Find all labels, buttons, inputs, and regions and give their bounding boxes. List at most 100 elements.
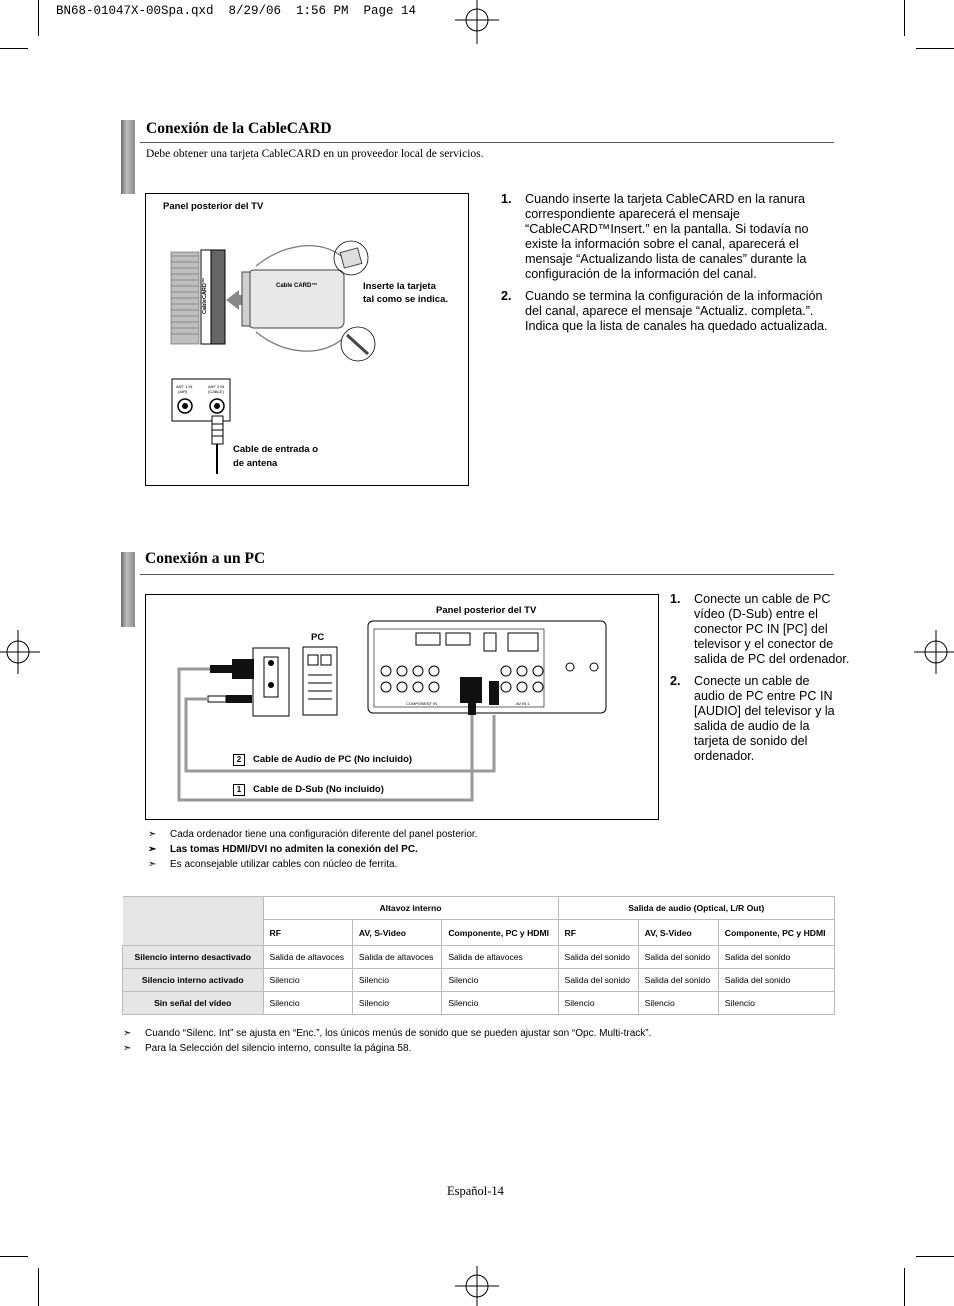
pc-diagram: COMPONENT IN AV IN 1: [177, 620, 607, 802]
column-header: RF: [557, 919, 639, 946]
step-line: Conecte un cable de: [694, 674, 810, 688]
step-line: correspondiente aparecerá el mensaje: [525, 207, 740, 221]
section-title-pc: Conexión a un PC: [145, 550, 266, 567]
step-number: 2.: [670, 674, 681, 688]
step-number: 2.: [501, 289, 512, 303]
audio-cable-label: 2 Cable de Audio de PC (No incluido): [233, 754, 412, 766]
table-cell: Salida de altavoces: [351, 945, 443, 969]
component-jacks: [380, 662, 599, 693]
table-cell: Silencio: [351, 968, 443, 992]
arrow-icon: ➣: [123, 1028, 132, 1039]
table-cell: Silencio: [441, 968, 559, 992]
cablecard-figure: Panel posterior del TV CableCARD™ Cable …: [145, 193, 469, 486]
pc-dsub-plug: [232, 659, 254, 679]
print-header: BN68-01047X-00Spa.qxd 8/29/06 1:56 PM Pa…: [56, 4, 417, 18]
step-line: salida de audio de la: [694, 719, 810, 733]
arrow-icon: ➣: [148, 829, 157, 840]
table-cell: Silencio: [637, 991, 719, 1015]
section-sidebar-pc: [121, 552, 135, 627]
note-text: Cada ordenador tiene una configuración d…: [170, 829, 478, 840]
title-rule: [140, 142, 834, 143]
note-item: ➣Las tomas HDMI/DVI no admiten la conexi…: [148, 842, 477, 857]
cablecard-step-2: 2. Cuando se termina la configuración de…: [501, 289, 841, 334]
cablecard-steps: 1. Cuando inserte la tarjeta CableCARD e…: [501, 192, 841, 341]
step-line: Indica que la lista de canales ha quedad…: [525, 319, 828, 333]
svg-text:Cable CARD™: Cable CARD™: [276, 282, 317, 289]
pc-label: PC: [311, 632, 325, 643]
insert-label: Inserte la tarjeta tal como se indica.: [363, 280, 448, 306]
step-line: salida de PC del ordenador.: [694, 652, 850, 666]
step-line: del canal, aparece el mensaje “Actualiz.…: [525, 304, 814, 318]
step-text: Conecte un cable de audio de PC entre PC…: [694, 674, 835, 764]
table-cell: Salida del sonido: [717, 945, 836, 969]
cable-number-box: 2: [233, 754, 245, 766]
svg-text:(CABLE): (CABLE): [208, 389, 224, 394]
section-subtitle: Debe obtener una tarjeta CableCARD en un…: [146, 148, 484, 160]
table-group-header-row: Altavoz interno Salida de audio (Optical…: [122, 896, 835, 946]
note-text: Es aconsejable utilizar cables con núcle…: [170, 859, 398, 870]
step-line: televisor y el conector de: [694, 637, 834, 651]
row-header: Silencio interno desactivado: [122, 945, 264, 969]
note-item: ➣Para la Selección del silencio interno,…: [123, 1041, 651, 1056]
note-item: ➣ Cuando “Silenc. Int” se ajusta en “Enc.…: [123, 1026, 651, 1041]
footer-notes: ➣ Cuando “Silenc. Int” se ajusta en “Enc.…: [123, 1026, 651, 1056]
group-header: Altavoz interno: [262, 896, 559, 920]
row-header: Silencio interno activado: [122, 968, 264, 992]
row-header: Sin señal del vídeo: [122, 991, 264, 1015]
cable-label-text: Cable de Audio de PC (No incluido): [253, 754, 413, 765]
step-line: “CableCARD™Insert.” en la pantalla. Si t…: [525, 222, 809, 236]
page-number: Español-14: [447, 1184, 504, 1198]
insert-label-line2: tal como se indica.: [363, 294, 448, 305]
column-header: AV, S-Video: [351, 919, 443, 946]
step-line: vídeo (D-Sub) entre el: [694, 607, 818, 621]
cable-number-box: 1: [233, 784, 245, 796]
section-title-cablecard: Conexión de la CableCARD: [146, 120, 332, 137]
column-header: Componente, PC y HDMI: [717, 919, 836, 946]
svg-text:COMPONENT IN: COMPONENT IN: [406, 701, 437, 706]
cablecard-diagram: CableCARD™ Cable CARD™ ANT 1 IN (AIR) AN…: [170, 240, 376, 474]
panel-label: Panel posterior del TV: [163, 201, 264, 212]
note-item: ➣ Es aconsejable utilizar cables con núcl…: [148, 857, 477, 872]
table-cell: Salida de altavoces: [262, 945, 353, 969]
step-line: [AUDIO] del televisor y la: [694, 704, 835, 718]
pc-panel-label: Panel posterior del TV: [436, 605, 537, 616]
table-cell: Silencio: [262, 991, 353, 1015]
note-item: ➣ Cada ordenador tiene una configuración …: [148, 827, 477, 842]
registration-mark-top: [455, 0, 499, 44]
cable-label-line1: Cable de entrada o: [233, 444, 318, 455]
arrow-icon: ➣: [148, 859, 157, 870]
arrow-icon: ➣: [148, 844, 157, 855]
audio-cable: [184, 697, 496, 773]
table-cell: Silencio: [441, 991, 559, 1015]
step-line: Conecte un cable de PC: [694, 592, 831, 606]
registration-mark-right: [914, 630, 954, 674]
table-row: Silencio interno activado Silencio Silen…: [122, 968, 836, 992]
table-cell: Silencio: [262, 968, 353, 992]
column-header: Componente, PC y HDMI: [441, 919, 559, 946]
svg-text:CableCARD™: CableCARD™: [202, 278, 208, 314]
cable-label: Cable de entrada o de antena: [233, 443, 318, 471]
cable-label-text: Cable de D-Sub (No incluido): [253, 784, 384, 795]
table-header-row: RF AV, S-Video Componente, PC y HDMI RF …: [123, 919, 836, 946]
tv-dsub-plug: [460, 677, 482, 703]
note-text: Para la Selección del silencio interno, …: [145, 1043, 412, 1054]
table-cell: Salida del sonido: [557, 945, 639, 969]
title-rule: [140, 574, 834, 575]
step-line: Cuando se termina la configuración de la…: [525, 289, 823, 303]
pc-audio-plug: [226, 695, 252, 703]
cable-label-line2: de antena: [233, 458, 278, 469]
table-cell: Salida del sonido: [637, 968, 719, 992]
table-cell: Salida del sonido: [717, 968, 836, 992]
table-cell: Silencio: [557, 991, 639, 1015]
step-line: configuración de la información del cana…: [525, 267, 757, 281]
table-cell: Salida del sonido: [557, 968, 639, 992]
table-corner: [122, 896, 264, 946]
step-line: existe la información sobre el canal, ap…: [525, 237, 799, 251]
cablecard-step-1: 1. Cuando inserte la tarjeta CableCARD e…: [501, 192, 841, 282]
note-text: Cuando “Silenc. Int” se ajusta en “Enc.”…: [145, 1028, 652, 1039]
tv-audio-plug: [489, 681, 499, 705]
step-line: Cuando inserte la tarjeta CableCARD en l…: [525, 192, 806, 206]
cablecard-card: [247, 269, 345, 329]
step-line: ordenador.: [694, 749, 755, 763]
step-number: 1.: [501, 192, 512, 206]
